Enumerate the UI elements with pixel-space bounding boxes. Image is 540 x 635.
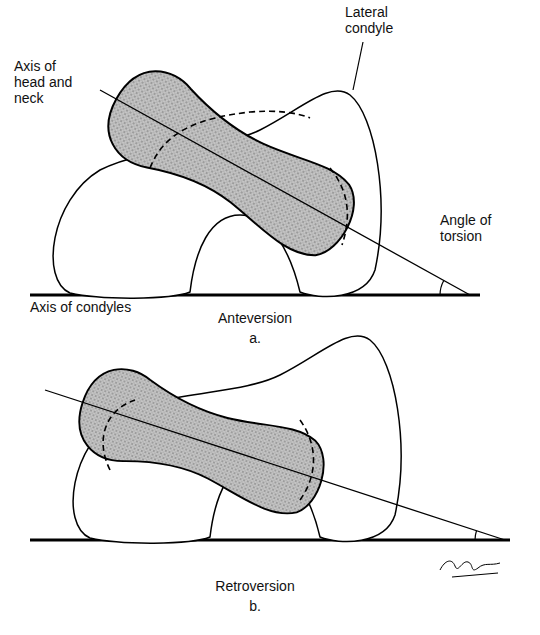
angle-label: Angle of torsion	[440, 212, 510, 244]
axis-label: Axis of condyles	[30, 299, 131, 315]
artist-signature	[440, 561, 500, 577]
retroversion-figure	[30, 336, 510, 577]
figure-title: Retroversion	[170, 578, 340, 594]
figure-letter: b.	[170, 598, 340, 614]
anteversion-figure	[30, 42, 480, 298]
axis-label: Axis of head and neck	[14, 58, 78, 106]
part-label: Lateral condyle	[345, 4, 417, 36]
figure-letter: a.	[170, 330, 340, 346]
figure-title: Anteversion	[170, 310, 340, 326]
